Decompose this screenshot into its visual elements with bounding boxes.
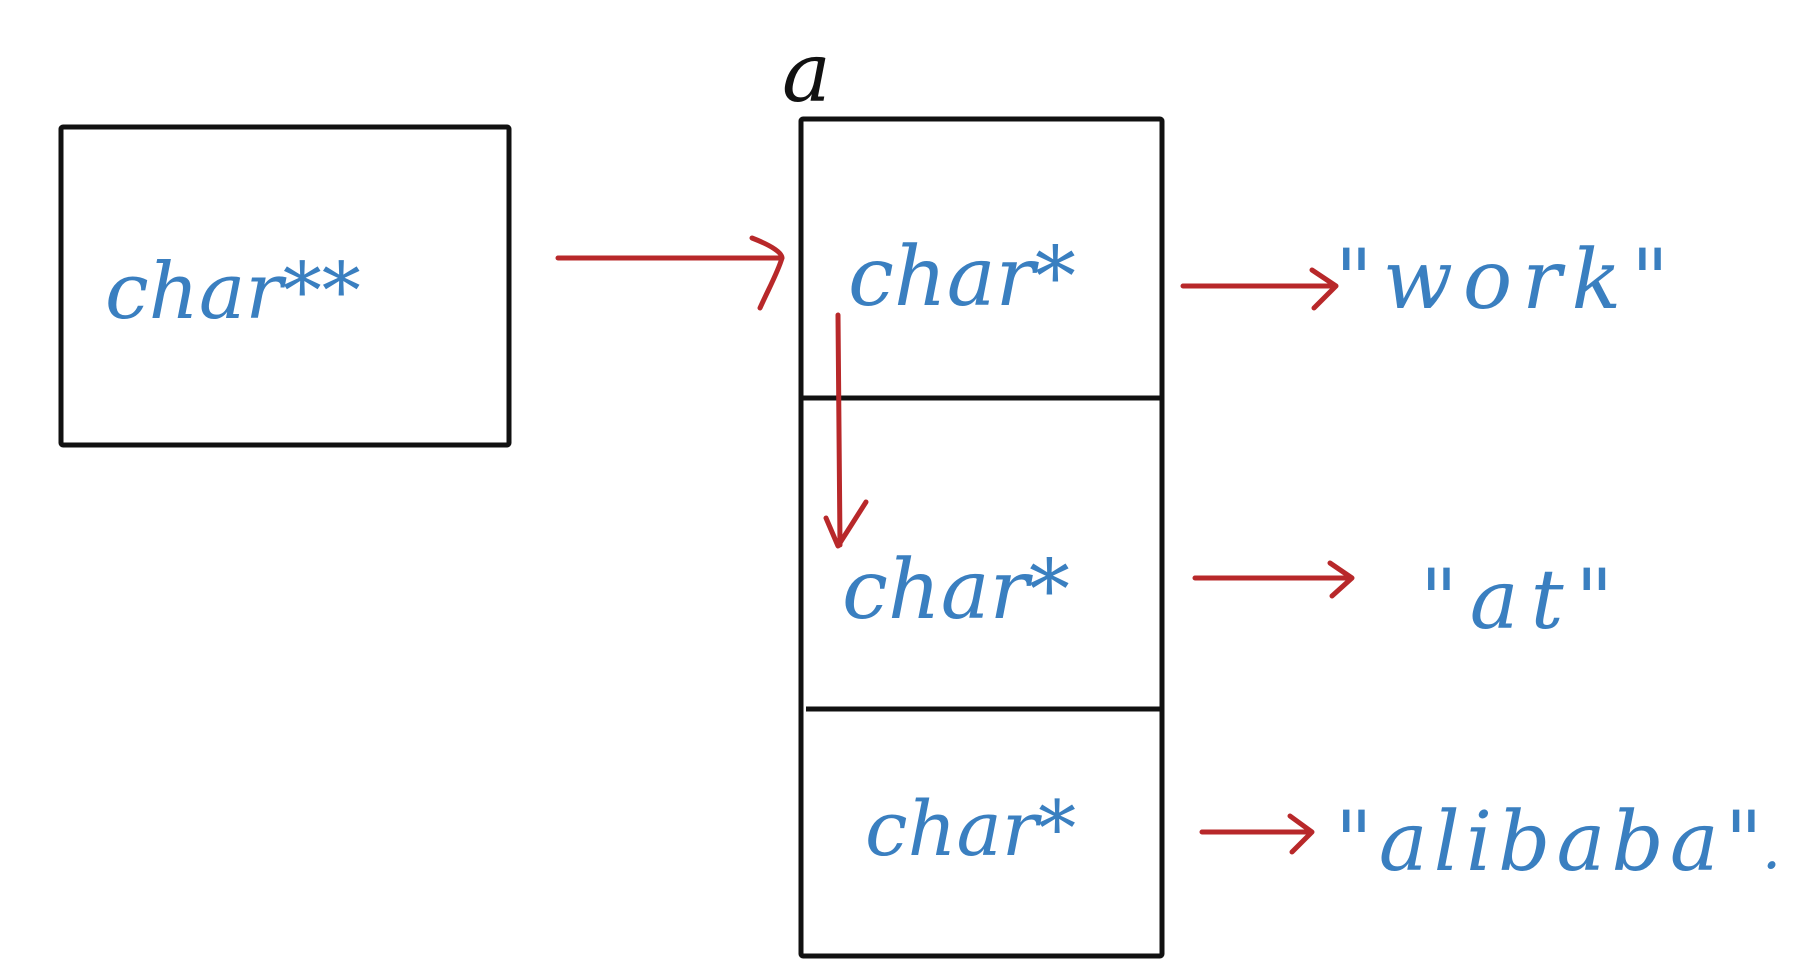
pointer-arrow-to-array-head — [749, 235, 785, 311]
arrow-to-string-0 — [1180, 267, 1339, 311]
trailing-period: . — [1762, 813, 1781, 883]
down-arrow-cell-0-to-1-head — [823, 499, 869, 549]
array-cell-label-1: char* — [842, 543, 1070, 638]
array-label: a — [782, 26, 831, 121]
string-literal-1: "at" — [1420, 553, 1625, 648]
array-cell-label-2: char* — [865, 784, 1076, 873]
arrow-to-string-1 — [1192, 560, 1355, 599]
down-arrow-cell-0-to-1 — [835, 312, 843, 548]
array-cell-label-0: char* — [848, 230, 1076, 325]
string-literal-0: "work" — [1335, 233, 1679, 328]
string-literal-2: "alibaba" — [1335, 795, 1769, 890]
double-pointer-label: char** — [105, 247, 361, 337]
arrow-to-string-2 — [1199, 813, 1315, 855]
double-pointer-box — [58, 124, 512, 448]
array-box — [798, 116, 1165, 959]
